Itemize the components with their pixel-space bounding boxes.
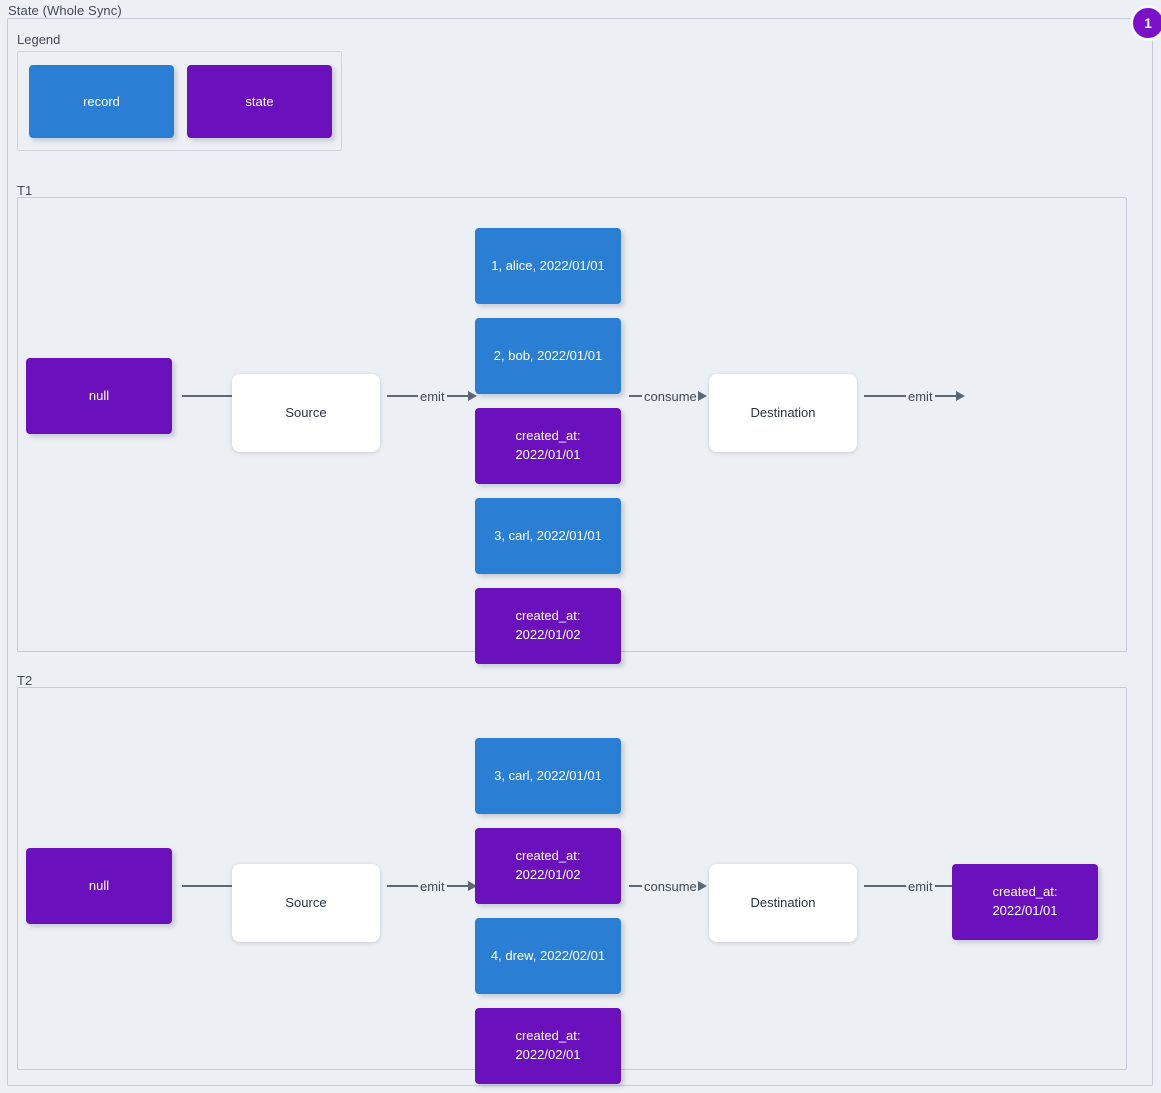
arrow-line — [446, 885, 469, 887]
t2-output-state-node: created_at: 2022/01/01 — [952, 864, 1098, 940]
arrow-line — [446, 395, 469, 397]
t1-stream-item-4: created_at: 2022/01/02 — [475, 588, 621, 664]
t2-destination-node: Destination — [709, 864, 857, 942]
t2-initial-state-node: null — [26, 848, 172, 924]
legend-item-state: state — [187, 64, 332, 138]
t1-arrow-destination-emit: emit — [864, 388, 965, 404]
t2-stream-item-1: created_at: 2022/01/02 — [475, 828, 621, 904]
t1-initial-state-node: null — [26, 358, 172, 434]
arrow-line — [387, 885, 418, 887]
arrow-head-icon — [955, 391, 965, 401]
arrow-line — [387, 395, 418, 397]
arrow-line — [629, 395, 642, 397]
arrow-line — [182, 395, 234, 397]
step-badge: 1 — [1130, 5, 1161, 41]
legend-title: Legend — [17, 32, 61, 47]
arrow-line — [864, 395, 906, 397]
arrow-head-icon — [697, 881, 707, 891]
group-title-t2: T2 — [17, 673, 33, 688]
t2-stream-item-0: 3, carl, 2022/01/01 — [475, 738, 621, 814]
arrow-line — [934, 885, 957, 887]
arrow-head-icon — [467, 881, 477, 891]
arrow-line — [864, 885, 906, 887]
arrow-line — [182, 885, 234, 887]
diagram-title: State (Whole Sync) — [8, 3, 122, 18]
state-whole-sync-container: 1 Legend record state T1 null Source emi… — [7, 5, 1161, 1086]
t1-edge-label-consume: consume — [644, 388, 697, 404]
t1-stream-item-1: 2, bob, 2022/01/01 — [475, 318, 621, 394]
t1-arrow-source-emit: emit — [387, 388, 477, 404]
t2-arrow-destination-emit: emit — [864, 878, 965, 894]
group-title-t1: T1 — [17, 183, 33, 198]
group-frame-t1: null Source emit 1, alice, 2022/01/01 2,… — [17, 197, 1127, 664]
t1-destination-node: Destination — [709, 374, 857, 452]
t1-source-node: Source — [232, 374, 380, 452]
legend-item-record: record — [29, 64, 174, 138]
t2-source-node: Source — [232, 864, 380, 942]
legend-box: record state — [17, 51, 342, 151]
t2-arrow-consume: consume — [629, 878, 707, 894]
arrow-line — [629, 885, 642, 887]
group-frame-t2: null Source emit 3, carl, 2022/01/01 cre… — [17, 687, 1127, 1084]
t1-edge-label-source-emit: emit — [420, 388, 445, 404]
t2-stream-item-3: created_at: 2022/02/01 — [475, 1008, 621, 1084]
t2-edge-label-consume: consume — [644, 878, 697, 894]
t1-edge-label-destination-emit: emit — [908, 388, 933, 404]
t2-edge-label-destination-emit: emit — [908, 878, 933, 894]
t1-stream-item-0: 1, alice, 2022/01/01 — [475, 228, 621, 304]
legend: Legend record state — [17, 32, 342, 151]
t2-edge-label-source-emit: emit — [420, 878, 445, 894]
t1-stream-item-2: created_at: 2022/01/01 — [475, 408, 621, 484]
t2-arrow-source-emit: emit — [387, 878, 477, 894]
t1-arrow-consume: consume — [629, 388, 707, 404]
t2-stream-item-2: 4, drew, 2022/02/01 — [475, 918, 621, 994]
arrow-head-icon — [697, 391, 707, 401]
t1-stream-item-3: 3, carl, 2022/01/01 — [475, 498, 621, 574]
arrow-head-icon — [467, 391, 477, 401]
arrow-line — [934, 395, 957, 397]
